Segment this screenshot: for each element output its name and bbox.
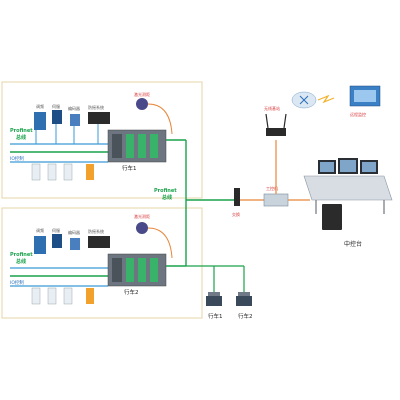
io-label: IO控制: [10, 155, 24, 162]
profinet-label: 总线: [16, 134, 26, 141]
io-module-icon: [47, 287, 57, 305]
laser-label: 激光测距: [134, 91, 150, 97]
profinet-label: Profinet: [10, 252, 33, 258]
wireless-ap-icon: [265, 113, 287, 136]
device-label: 伺服: [52, 103, 60, 109]
profinet-label: Profinet: [154, 188, 177, 194]
cloud-label: 远程监控: [350, 111, 366, 117]
camera-icon: [236, 292, 252, 306]
control-room-label: 中控台: [344, 240, 362, 248]
laser-icon: [136, 222, 148, 234]
camera-label: 行车1: [208, 312, 223, 320]
device-label: 调频: [36, 103, 44, 109]
io-module-icon: [63, 163, 73, 181]
device-row-bot: [34, 234, 110, 254]
device-label: 防摇系统: [88, 228, 104, 234]
camera-label: 行车2: [238, 312, 253, 320]
device-label: 编码器: [68, 229, 80, 235]
device-row-top: [34, 110, 110, 130]
camera-icon: [206, 292, 222, 306]
lightning-icon: [317, 94, 335, 104]
wireless-label: 无线基站: [264, 105, 280, 111]
device-label: 调频: [36, 227, 44, 233]
io-module-icon: [63, 287, 73, 305]
device-label: 编码器: [68, 105, 80, 111]
device-label: 防摇系统: [88, 104, 104, 110]
device-label: 伺服: [52, 227, 60, 233]
io-label: IO控制: [10, 279, 24, 286]
io-module-icon: [47, 163, 57, 181]
switch-label: 交换: [232, 211, 240, 217]
io-module-icon: [31, 287, 41, 305]
cloud-icon: [291, 91, 317, 109]
plc-rack-icon: [107, 253, 167, 287]
remote-monitor-icon: [349, 85, 381, 107]
laser-icon: [136, 98, 148, 110]
crane1-panel: [1, 81, 203, 199]
laser-link: [147, 227, 173, 259]
laser-label: 激光测距: [134, 213, 150, 219]
crane2-panel: [1, 207, 203, 319]
profinet-label: Profinet: [10, 128, 33, 134]
router-icon: [263, 193, 289, 207]
vfd-icon: [34, 112, 46, 130]
switch-icon: [234, 188, 240, 206]
profinet-label: 总线: [162, 194, 172, 201]
crane2-title: 行车2: [124, 288, 139, 296]
io-module-icon: [31, 163, 41, 181]
router-label: 工控机: [266, 185, 278, 191]
profinet-label: 总线: [16, 258, 26, 265]
remote-control-icon: [86, 164, 94, 180]
servo-icon: [52, 110, 62, 124]
control-desk-icon: [303, 158, 393, 230]
remote-control-icon: [86, 288, 94, 304]
anti-sway-icon: [88, 112, 110, 124]
crane1-title: 行车1: [122, 164, 137, 172]
laser-link: [147, 103, 173, 135]
encoder-icon: [70, 114, 80, 126]
plc-rack-icon: [107, 129, 167, 163]
